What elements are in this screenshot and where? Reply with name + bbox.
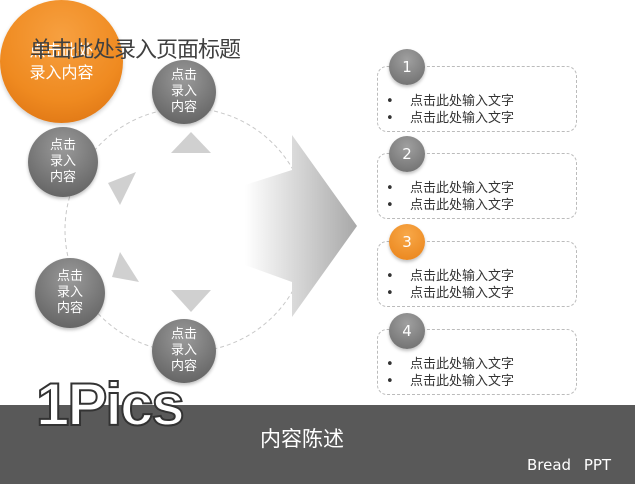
item-box-3[interactable] — [377, 241, 577, 307]
item-text: 点击此处输入文字 — [410, 269, 515, 284]
satellite-bottom-left[interactable]: 点击 录入 内容 — [35, 258, 105, 328]
bullet: • — [386, 374, 394, 389]
arrow-down — [171, 290, 211, 312]
item-text: 点击此处输入文字 — [410, 357, 515, 372]
bullet: • — [386, 111, 394, 126]
item-number-2: 2 — [389, 136, 425, 172]
arrow-downleft — [112, 252, 139, 282]
item-line: • 点击此处输入文字 — [386, 177, 514, 196]
item-text: 点击此处输入文字 — [410, 374, 515, 389]
bullet: • — [386, 94, 394, 109]
item-number-4: 4 — [389, 313, 425, 349]
brand-label: Bread PPT — [527, 456, 612, 474]
satellite-top[interactable]: 点击 录入 内容 — [152, 60, 216, 124]
item-line: • 点击此处输入文字 — [386, 265, 514, 284]
bullet: • — [386, 181, 394, 196]
bullet: • — [386, 357, 394, 372]
item-text: 点击此处输入文字 — [410, 181, 515, 196]
satellite-bottom[interactable]: 点击 录入 内容 — [152, 319, 216, 383]
item-number-3: 3 — [389, 224, 425, 260]
item-line: • 点击此处输入文字 — [386, 90, 514, 109]
item-line: • 点击此处输入文字 — [386, 282, 514, 301]
item-line: • 点击此处输入文字 — [386, 353, 514, 372]
bullet: • — [386, 198, 394, 213]
satellite-left[interactable]: 点击 录入 内容 — [28, 127, 98, 197]
bullet: • — [386, 269, 394, 284]
item-text: 点击此处输入文字 — [410, 111, 515, 126]
item-text: 点击此处输入文字 — [410, 198, 515, 213]
item-line: • 点击此处输入文字 — [386, 370, 514, 389]
item-line: • 点击此处输入文字 — [386, 107, 514, 126]
item-box-1[interactable] — [377, 66, 577, 132]
item-number-1: 1 — [389, 49, 425, 85]
footer-band — [0, 405, 635, 484]
item-text: 点击此处输入文字 — [410, 94, 515, 109]
item-text: 点击此处输入文字 — [410, 286, 515, 301]
bullet: • — [386, 286, 394, 301]
arrow-up — [171, 132, 211, 153]
big-arrow — [245, 135, 357, 317]
center-circle[interactable]: 点击此处 录入内容 — [0, 0, 123, 123]
item-box-4[interactable] — [377, 329, 577, 395]
logo-text: 1Pics — [35, 370, 186, 439]
arrow-upleft — [108, 172, 136, 205]
footer-description: 内容陈述 — [260, 427, 344, 451]
page-title: 单击此处录入页面标题 — [30, 38, 241, 63]
item-line: • 点击此处输入文字 — [386, 194, 514, 213]
item-box-2[interactable] — [377, 153, 577, 219]
